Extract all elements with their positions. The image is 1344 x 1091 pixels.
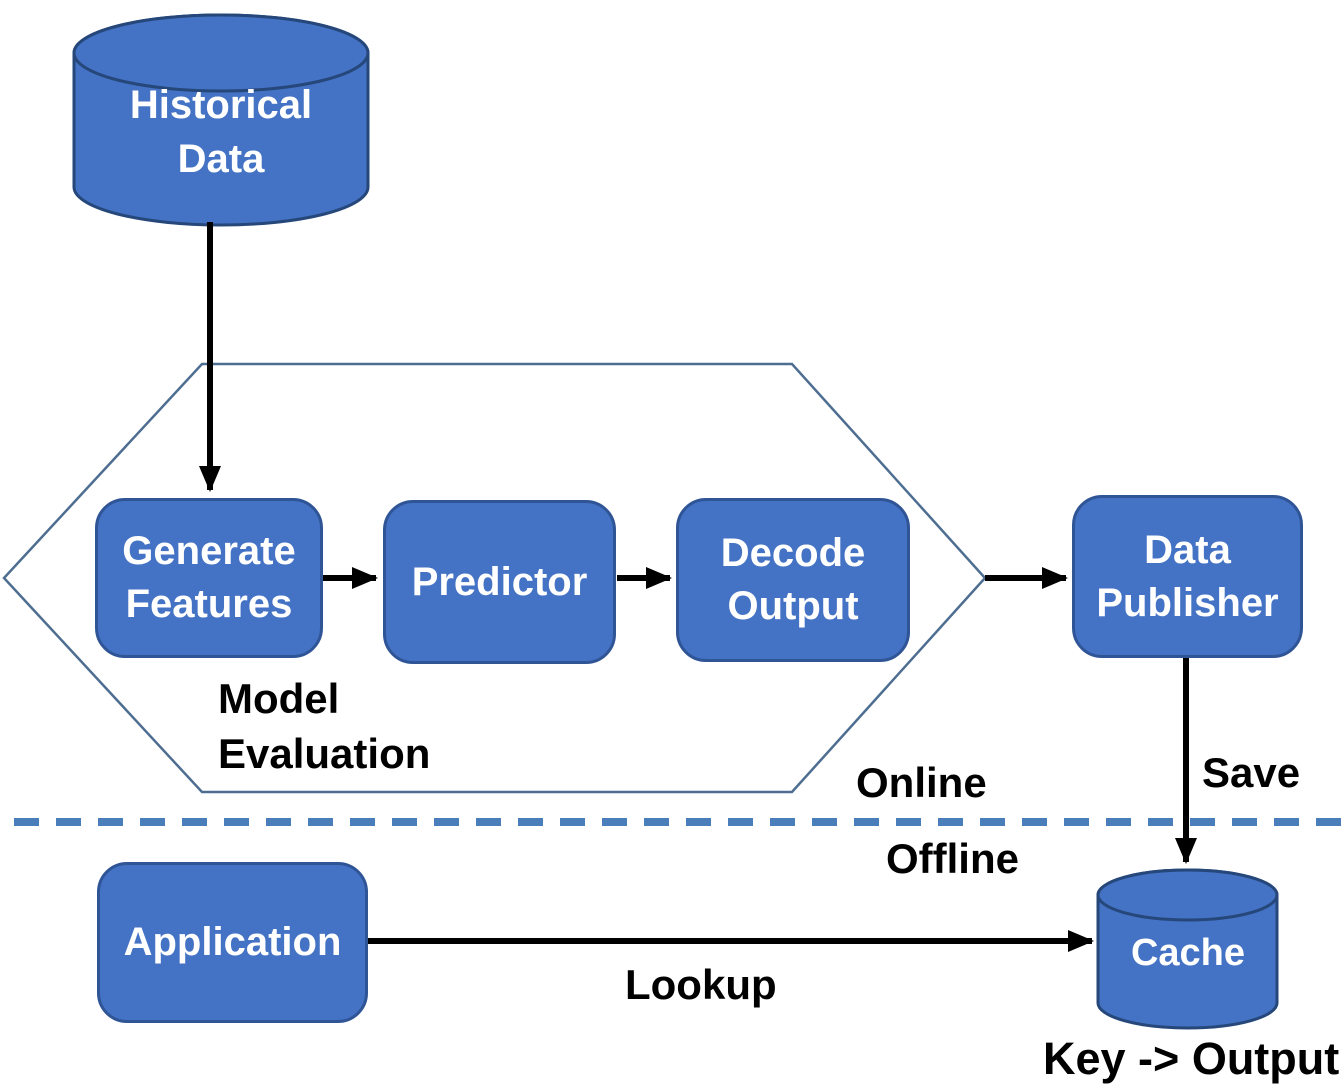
node-decode-output: Decode Output <box>676 498 910 662</box>
node-generate-features: Generate Features <box>95 498 323 658</box>
historical-data-cylinder <box>72 13 370 227</box>
model-evaluation-hexagon <box>2 362 987 794</box>
key-output-annotation: Key -> Output <box>1043 1033 1340 1084</box>
lookup-edge-label: Lookup <box>625 961 777 1008</box>
model-evaluation-label: Model Evaluation <box>218 675 431 777</box>
node-data-publisher: Data Publisher <box>1072 495 1303 658</box>
node-predictor: Predictor <box>383 500 616 664</box>
data-publisher-label: Data Publisher <box>1096 527 1279 625</box>
offline-region-label: Offline <box>886 835 1019 882</box>
cache-label: Cache <box>1130 932 1246 974</box>
historical-data-label: Historical Data <box>129 83 313 181</box>
predictor-label: Predictor <box>411 559 588 604</box>
decode-output-label: Decode Output <box>720 531 866 628</box>
online-region-label: Online <box>856 759 987 806</box>
application-label: Application <box>123 920 342 965</box>
node-application: Application <box>97 862 368 1023</box>
save-edge-label: Save <box>1202 749 1301 796</box>
generate-features-label: Generate Features <box>122 529 296 626</box>
cache-cylinder <box>1096 868 1279 1030</box>
